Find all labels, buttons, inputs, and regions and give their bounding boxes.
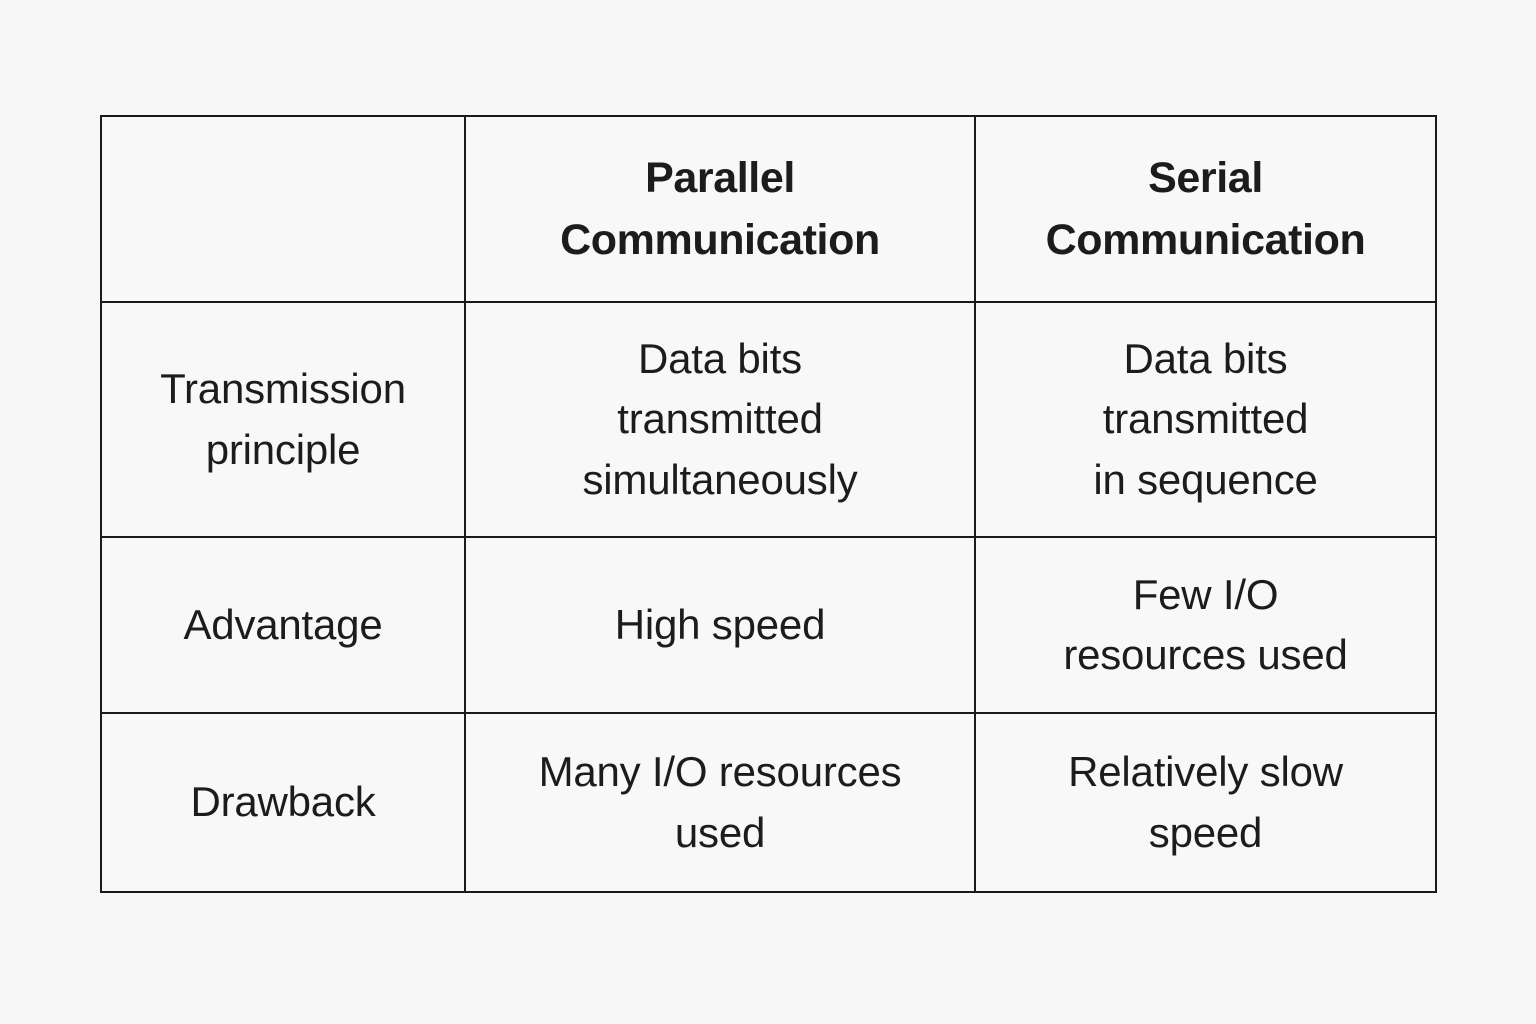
table-body: Transmission principle Data bits transmi… — [100, 301, 1437, 893]
table-row: Drawback Many I/O resources used Relativ… — [100, 712, 1437, 893]
cell-text-serial-advantage: Few I/O resources used — [1063, 570, 1348, 678]
cell-serial-advantage: Few I/O resources used — [974, 536, 1437, 714]
cell-text-attribute-drawback: Drawback — [190, 778, 376, 826]
cell-attribute-advantage: Advantage — [100, 536, 466, 714]
header-cell-parallel: Parallel Communication — [464, 115, 976, 303]
table-row: Advantage High speed Few I/O resources u… — [100, 536, 1437, 714]
cell-serial-drawback: Relatively slow speed — [974, 712, 1437, 893]
header-label-serial: Serial Communication — [1045, 153, 1366, 264]
cell-serial-transmission: Data bits transmitted in sequence — [974, 301, 1437, 538]
header-cell-attribute — [100, 115, 466, 303]
cell-text-parallel-advantage: High speed — [614, 600, 826, 648]
header-label-parallel: Parallel Communication — [560, 153, 880, 264]
cell-parallel-transmission: Data bits transmitted simultaneously — [464, 301, 976, 538]
cell-attribute-transmission: Transmission principle — [100, 301, 466, 538]
cell-text-attribute-advantage: Advantage — [183, 600, 383, 648]
cell-attribute-drawback: Drawback — [100, 712, 466, 893]
table-header-row: Parallel Communication Serial Communicat… — [100, 115, 1437, 303]
cell-text-attribute-transmission: Transmission principle — [160, 365, 406, 473]
comparison-table: Parallel Communication Serial Communicat… — [100, 115, 1437, 893]
cell-parallel-drawback: Many I/O resources used — [464, 712, 976, 893]
cell-text-parallel-drawback: Many I/O resources used — [538, 748, 902, 856]
cell-text-serial-transmission: Data bits transmitted in sequence — [1093, 335, 1318, 503]
table-header: Parallel Communication Serial Communicat… — [100, 115, 1437, 303]
cell-text-serial-drawback: Relatively slow speed — [1068, 748, 1343, 856]
cell-text-parallel-transmission: Data bits transmitted simultaneously — [582, 335, 858, 503]
table-row: Transmission principle Data bits transmi… — [100, 301, 1437, 538]
header-cell-serial: Serial Communication — [974, 115, 1437, 303]
cell-parallel-advantage: High speed — [464, 536, 976, 714]
